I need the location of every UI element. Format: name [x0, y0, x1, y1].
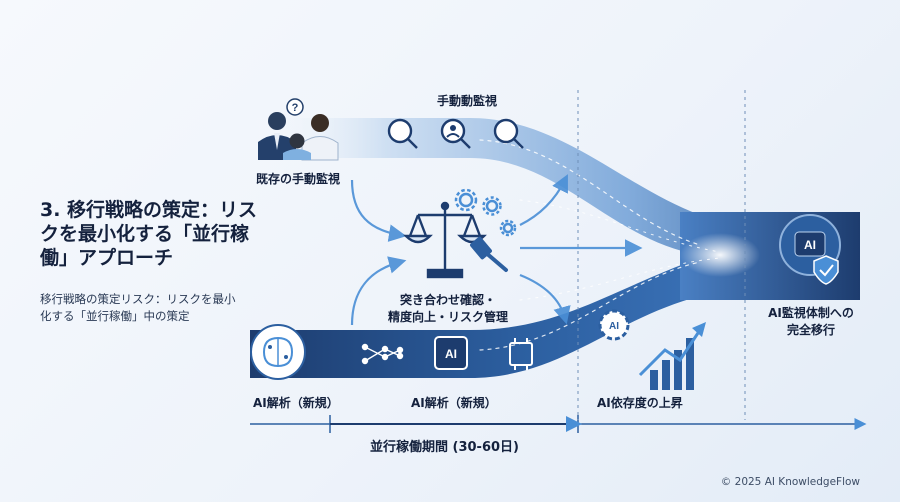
ai-brain-shield-icon	[779, 214, 841, 285]
parallel-period-label: 並行稼働期間 (30-60日)	[370, 440, 519, 455]
reconciliation-line1: 突き合わせ確認・	[399, 293, 496, 307]
ai-analysis-new-mid-label: AI解析（新規）	[411, 396, 497, 410]
ai-chip-label: AI	[445, 347, 457, 361]
merge-glow	[680, 233, 760, 277]
magnifier-icon-1	[387, 118, 418, 149]
ai-analysis-new-label: AI解析（新規）	[253, 396, 339, 410]
network-icon	[361, 343, 404, 365]
growth-chart-icon	[638, 322, 706, 390]
page-title: 3. 移行戦略の策定：リスクを最小化する「並行稼働」アプローチ	[40, 199, 258, 269]
magnifier-icon-2	[493, 118, 524, 149]
footer-copyright: © 2025 AI KnowledgeFlow	[720, 476, 860, 488]
magnifier-user-icon	[440, 118, 471, 149]
processor-icon	[509, 338, 533, 370]
final-transition-line1: AI監視体制への	[768, 306, 854, 320]
brain-circuit-icon	[250, 324, 306, 380]
ai-chip-icon	[434, 336, 468, 370]
reconciliation-line2: 精度向上・リスク管理	[387, 310, 508, 324]
final-transition-label: AI監視体制への 完全移行	[756, 305, 866, 339]
ai-gear-icon	[598, 309, 630, 341]
gavel-icon	[470, 236, 508, 272]
ai-gear-label: AI	[609, 321, 619, 332]
flow-arrows	[350, 174, 643, 326]
ai-final-badge: AI	[804, 238, 816, 252]
timeline-axis	[250, 90, 867, 433]
light-streaks	[479, 139, 721, 351]
manual-monitoring-label: 手動動監視	[437, 94, 498, 108]
ai-dependency-label: AI依存度の上昇	[597, 396, 683, 410]
existing-manual-label: 既存の手動監視	[256, 172, 341, 186]
page-subtitle: 移行戦略の策定リスク：リスクを最小化する「並行稼働」中の策定	[40, 292, 236, 323]
balance-scale-icon	[403, 201, 487, 279]
people-icon	[258, 98, 339, 161]
final-transition-line2: 完全移行	[786, 323, 835, 337]
gear-icon	[454, 188, 517, 237]
reconciliation-label: 突き合わせ確認・ 精度向上・リスク管理	[380, 292, 516, 326]
question-mark: ?	[292, 102, 299, 114]
manual-band	[250, 118, 790, 258]
